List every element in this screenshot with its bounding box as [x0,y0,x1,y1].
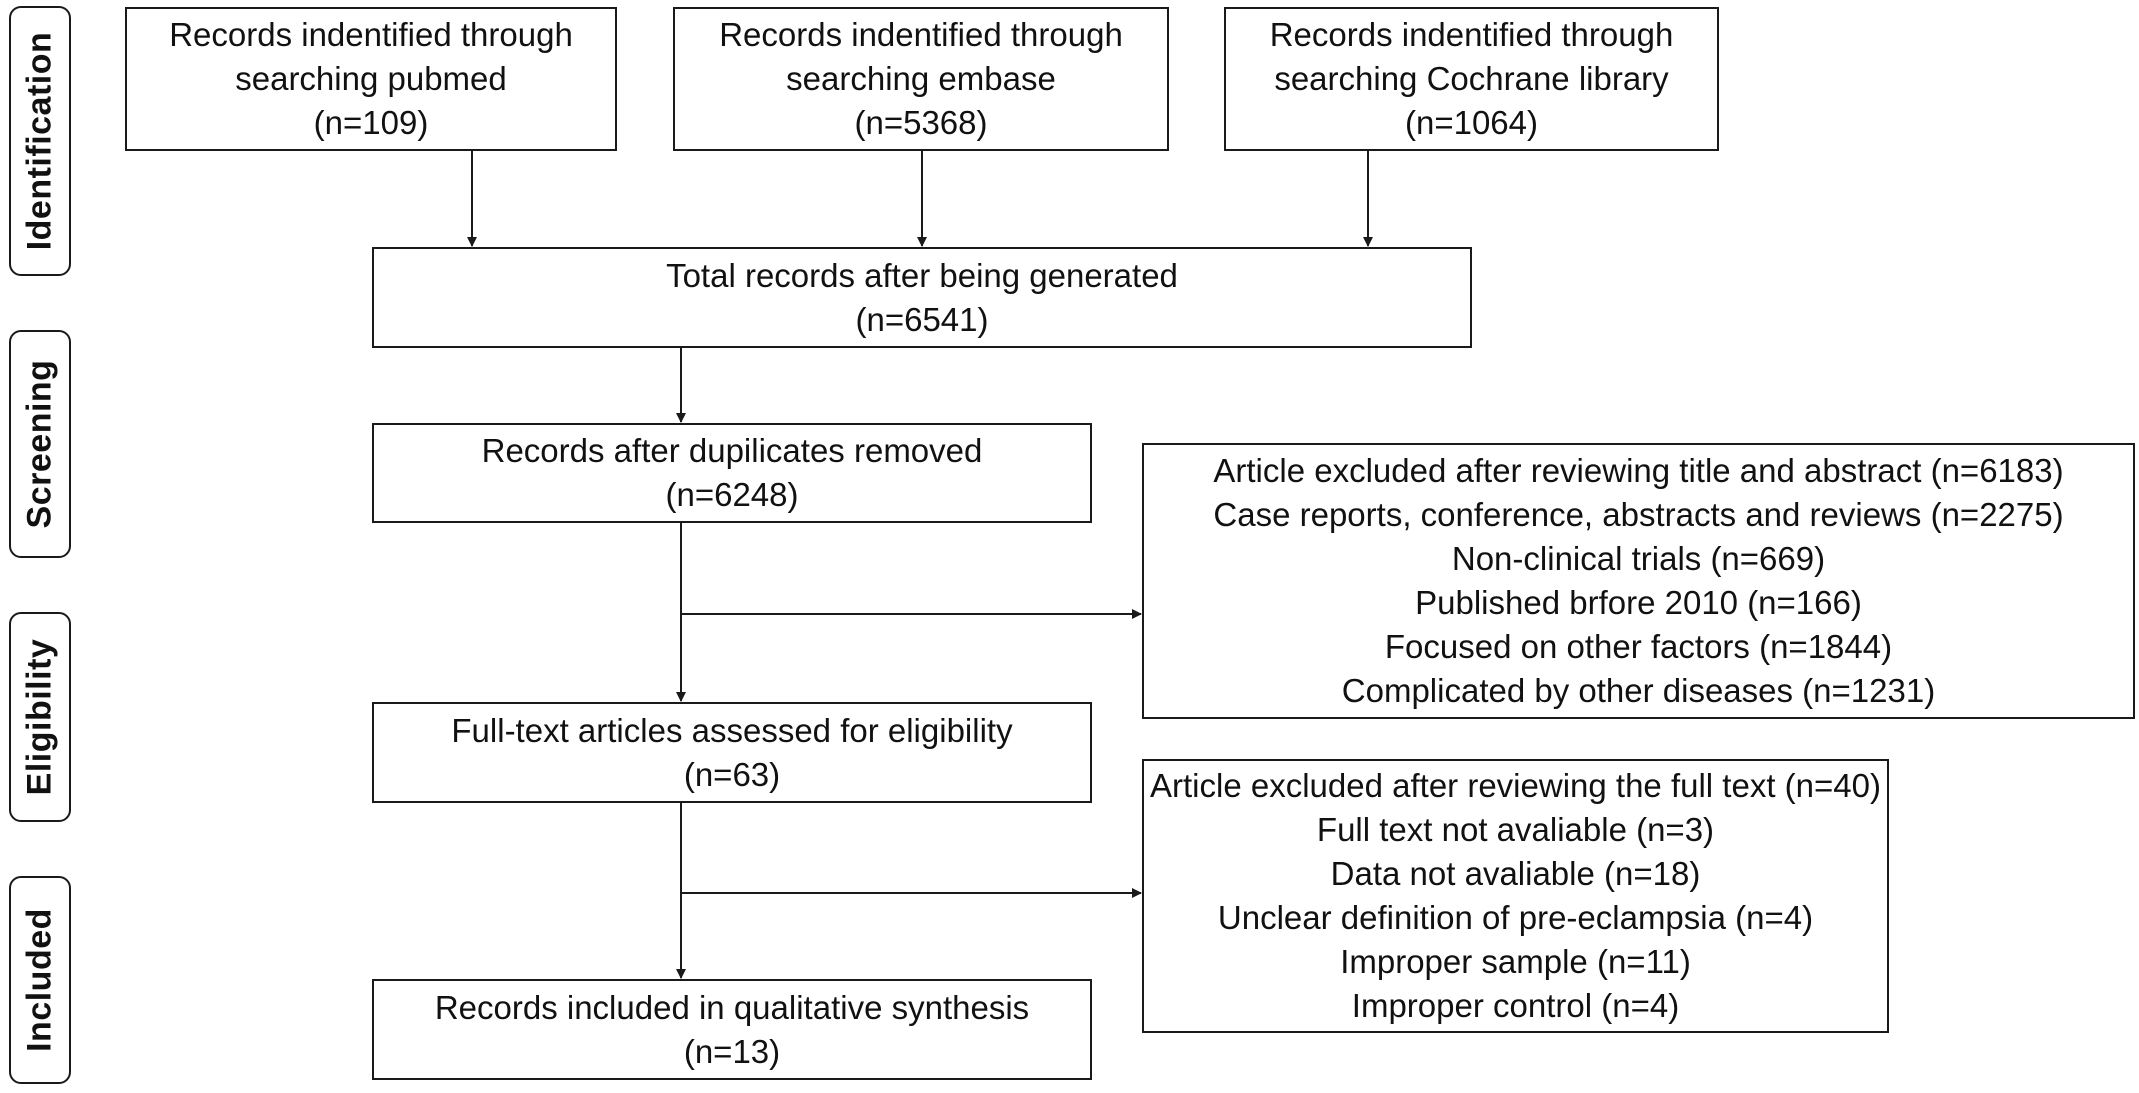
box-line: Published brfore 2010 (n=166) [1415,584,1862,621]
stage-included: Included [9,876,71,1084]
box-line: (n=63) [683,755,781,793]
box-line: Records indentified through [169,16,573,53]
box-line: (n=6248) [665,476,799,513]
box-line: Records included in qualitative synthesi… [434,988,1030,1026]
box-line: Improper sample (n=11) [1340,943,1691,980]
box-line: (n=13) [683,1032,781,1070]
box-line: Full-text articles assessed for eligibil… [451,711,1013,749]
fulltext-assessed-box: Full-text articles assessed for eligibil… [372,702,1092,803]
stage-identification: Identification [9,6,71,276]
exclusion-box-abstract: Article excluded after reviewing title a… [1142,443,2135,719]
stage-screening: Screening [9,330,71,558]
source-box-pubmed: Records indentified through searching pu… [125,7,617,151]
box-line: (n=109) [313,104,429,141]
box-line: Total records after being generated [666,256,1178,294]
included-records-box: Records included in qualitative synthesi… [372,979,1092,1080]
box-line: searching pubmed [235,60,507,97]
box-line: Non-clinical trials (n=669) [1451,540,1826,577]
box-line: (n=6541) [855,300,989,338]
box-line: Complicated by other diseases (n=1231) [1341,672,1936,709]
dedup-records-box: Records after dupilicates removed (n=624… [372,423,1092,523]
box-line: Article excluded after reviewing the ful… [1150,767,1881,804]
source-box-embase: Records indentified through searching em… [673,7,1169,151]
box-line: (n=1064) [1404,104,1538,141]
box-line: Case reports, conference, abstracts and … [1213,496,2064,533]
box-line: Records indentified through [719,16,1123,53]
total-records-box: Total records after being generated (n=6… [372,247,1472,348]
box-line: Improper control (n=4) [1351,987,1680,1024]
stage-eligibility: Eligibility [9,612,71,822]
box-line: searching embase [786,60,1056,97]
box-line: Records after dupilicates removed [481,432,983,469]
box-line: Full text not avaliable (n=3) [1316,811,1715,848]
exclusion-box-fulltext: Article excluded after reviewing the ful… [1142,759,1889,1033]
source-box-cochrane: Records indentified through searching Co… [1224,7,1719,151]
box-line: Unclear definition of pre-eclampsia (n=4… [1217,899,1814,936]
box-line: searching Cochrane library [1274,60,1669,97]
box-line: (n=5368) [854,104,988,141]
box-line: Data not avaliable (n=18) [1330,855,1701,892]
box-line: Article excluded after reviewing title a… [1213,452,2064,489]
box-line: Focused on other factors (n=1844) [1384,628,1893,665]
box-line: Records indentified through [1269,16,1674,53]
